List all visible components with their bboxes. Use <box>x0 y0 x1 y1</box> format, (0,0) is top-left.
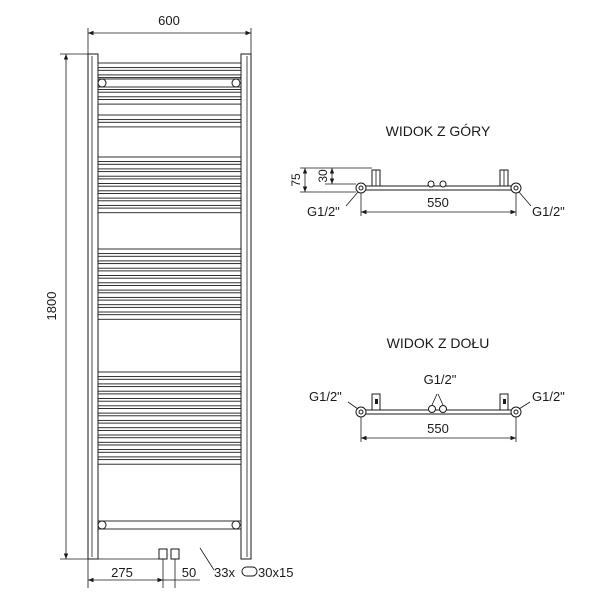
width-dimension: 600 <box>87 13 252 54</box>
heating-rail <box>97 451 242 458</box>
heating-rail <box>97 248 242 255</box>
heating-rail <box>97 386 242 392</box>
dimension-75-label: 75 <box>289 173 303 187</box>
heating-rail <box>97 408 242 414</box>
right-collector <box>240 53 252 560</box>
heating-rail <box>97 437 242 443</box>
heating-rail <box>97 393 242 399</box>
heating-rail <box>97 263 242 269</box>
bottom-mounting-bar <box>97 520 242 530</box>
heating-rail <box>97 292 242 298</box>
dimension-30-label: 30 <box>316 169 330 183</box>
heating-rail <box>97 69 242 76</box>
bottom-dimensions: 275 50 33x 30x15 <box>87 547 293 588</box>
front-view: 600 1800 275 50 33x 30x15 <box>44 13 293 588</box>
mount-bolt-icon <box>231 78 241 88</box>
bottom-connection-right-label: G1/2" <box>532 389 565 404</box>
top-view: WIDOK Z GÓRY 75 30 550 G1/2" <box>289 123 565 219</box>
heating-rail <box>97 121 242 128</box>
top-view-title: WIDOK Z GÓRY <box>386 123 491 139</box>
heating-rail <box>97 314 242 320</box>
heating-rail <box>97 114 242 121</box>
heating-rail <box>97 193 242 199</box>
center-connection-icon <box>439 405 447 413</box>
height-dimension: 1800 <box>44 53 159 560</box>
heating-rail <box>97 306 242 313</box>
top-mounting-bar <box>97 78 242 88</box>
bottom-view: WIDOK Z DOŁU 550 G1/2" G1/2" G1/2" <box>309 335 565 442</box>
heating-rails <box>97 62 242 465</box>
heating-rail <box>97 371 242 378</box>
heating-rail <box>97 285 242 291</box>
heating-rail <box>97 200 242 206</box>
oval-profile-icon <box>241 566 258 577</box>
dimension-275-label: 275 <box>111 565 133 580</box>
top-connection-left-label: G1/2" <box>307 204 340 219</box>
heating-rail <box>97 378 242 385</box>
heating-rail <box>97 270 242 276</box>
tube-profile-label: 30x15 <box>258 565 293 580</box>
wall-bracket <box>371 393 381 411</box>
heating-rail <box>97 185 242 192</box>
heating-rail <box>97 91 242 98</box>
heating-rail <box>97 277 242 284</box>
top-connection-right-label: G1/2" <box>532 204 565 219</box>
heating-rail <box>97 444 242 451</box>
heating-rail <box>97 178 242 184</box>
heating-rail <box>97 171 242 177</box>
bottom-dimension-550-label: 550 <box>427 421 449 436</box>
center-connection-icon <box>428 405 436 413</box>
heating-rail <box>97 156 242 163</box>
heating-rail <box>97 400 242 407</box>
heating-rail <box>97 62 242 69</box>
bottom-connection-center-label: G1/2" <box>424 372 457 387</box>
mount-bolt-icon <box>231 520 241 530</box>
bottom-connections <box>158 548 180 588</box>
heating-rail <box>97 429 242 436</box>
tube-count-label: 33x <box>214 565 235 580</box>
left-collector <box>87 53 99 560</box>
heating-rail <box>97 99 242 105</box>
heating-rail <box>97 163 242 170</box>
mount-bolt-icon <box>97 520 107 530</box>
top-dimension-550-label: 550 <box>427 195 449 210</box>
width-dimension-label: 600 <box>158 13 180 28</box>
heating-rail <box>97 299 242 306</box>
mount-bolt-icon <box>97 78 107 88</box>
heating-rail <box>97 415 242 421</box>
bottom-connection-left-label: G1/2" <box>309 389 342 404</box>
heating-rail <box>97 207 242 214</box>
heating-rail <box>97 255 242 262</box>
dimension-50-label: 50 <box>182 565 196 580</box>
height-dimension-label: 1800 <box>44 292 59 321</box>
bottom-view-title: WIDOK Z DOŁU <box>387 335 490 351</box>
wall-bracket <box>499 393 509 411</box>
heating-rail <box>97 459 242 465</box>
heating-rail <box>97 422 242 429</box>
